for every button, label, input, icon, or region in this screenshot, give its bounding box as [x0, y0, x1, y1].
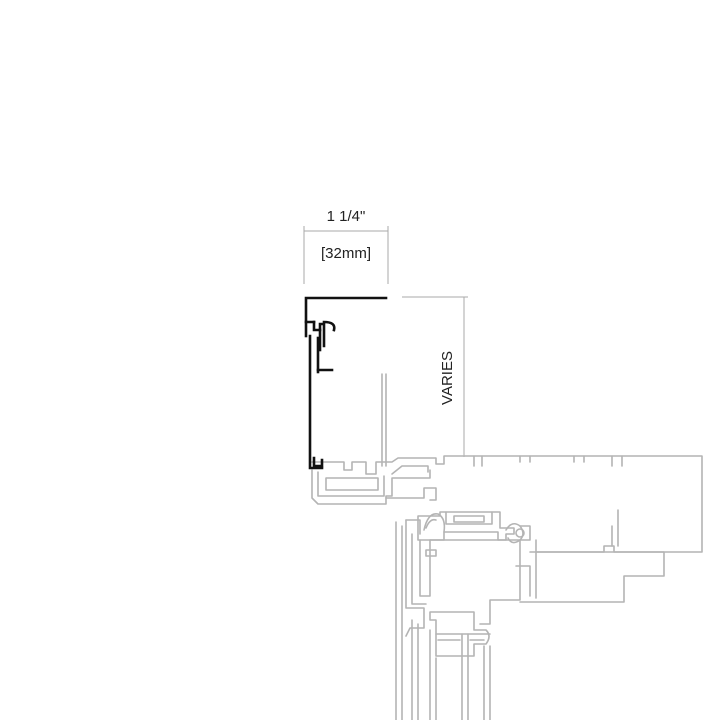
width-dimension: 1 1/4" [32mm]: [303, 208, 389, 284]
extension-profile: [304, 296, 388, 470]
existing-frame-context: [311, 373, 703, 720]
width-imperial-label: 1 1/4": [327, 208, 366, 225]
height-varies-label: VARIES: [439, 351, 456, 405]
height-dimension: VARIES: [402, 296, 468, 457]
width-metric-label: [32mm]: [321, 245, 371, 262]
